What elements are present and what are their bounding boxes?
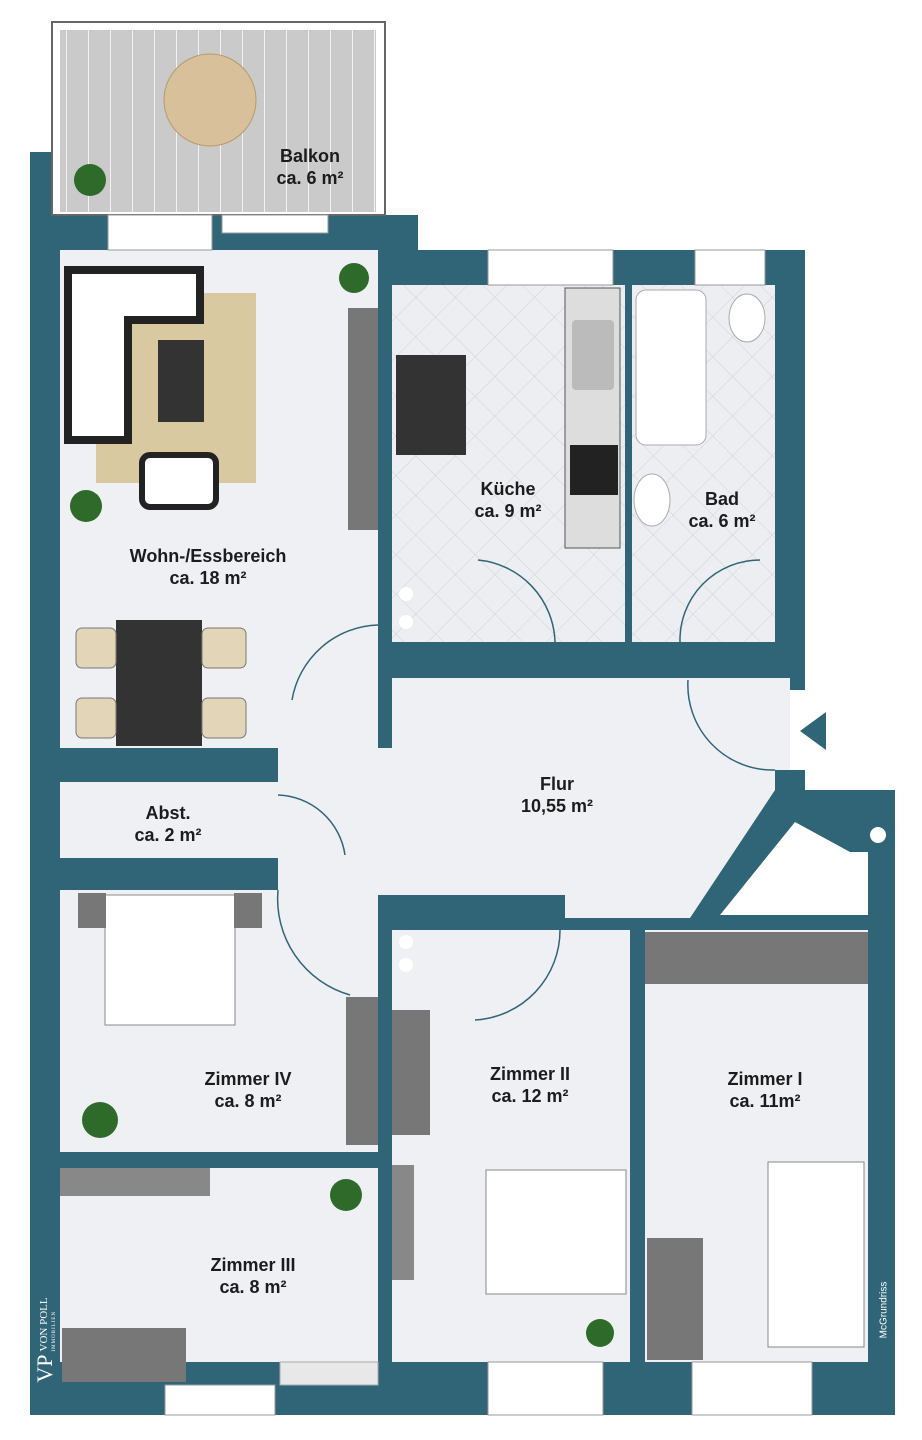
kitchen-table xyxy=(396,355,466,455)
entrance-arrow-icon xyxy=(800,712,826,750)
furniture xyxy=(60,53,868,1386)
desk-zimmer-3 xyxy=(62,1328,186,1382)
room-area: ca. 11m² xyxy=(729,1091,801,1111)
stove xyxy=(570,445,618,495)
room-area: ca. 8 m² xyxy=(214,1091,282,1111)
tv-board xyxy=(392,1165,414,1280)
room-area: ca. 6 m² xyxy=(276,168,344,188)
room-area: ca. 12 m² xyxy=(491,1086,569,1106)
windows xyxy=(107,214,813,1416)
room-zimmer-2 xyxy=(392,930,630,1362)
room-area: ca. 18 m² xyxy=(169,568,247,588)
room-name: Bad xyxy=(704,489,740,509)
bathtub xyxy=(635,289,707,446)
room-name: Zimmer III xyxy=(210,1255,296,1275)
sink xyxy=(572,320,614,390)
wardrobe-zimmer-1 xyxy=(645,932,868,984)
label-abst: Abst.ca. 2 m² xyxy=(134,802,201,846)
armchair xyxy=(139,452,219,510)
coffee-table xyxy=(158,340,204,422)
dining-table-wohn xyxy=(116,620,202,746)
plants xyxy=(70,164,614,1347)
sofa xyxy=(64,266,204,444)
logo-sub: IMMOBILIEN xyxy=(51,1310,57,1352)
bookshelf xyxy=(279,1361,379,1386)
room-area: ca. 6 m² xyxy=(688,511,756,531)
shelf-zimmer-3 xyxy=(60,1168,210,1196)
bed-zimmer-4 xyxy=(104,894,236,1026)
credit-text: McGrundriss xyxy=(878,1281,890,1339)
toilet xyxy=(728,293,766,343)
bed-zimmer-1 xyxy=(767,1161,865,1348)
room-name: Küche xyxy=(480,479,536,499)
room-flur xyxy=(278,678,790,925)
door-swings xyxy=(276,559,776,1021)
room-name: Abst. xyxy=(145,803,191,823)
logo-name: VON POLL xyxy=(37,1297,50,1352)
parasol xyxy=(163,53,257,147)
shelf-zimmer-2 xyxy=(392,1010,430,1135)
room-name: Zimmer IV xyxy=(204,1069,292,1089)
room-name: Balkon xyxy=(279,146,341,166)
wardrobe-wohn xyxy=(348,308,378,530)
niche xyxy=(720,822,868,915)
room-name: Zimmer II xyxy=(489,1064,571,1084)
bed-zimmer-2 xyxy=(485,1169,627,1295)
logo-mark: VP xyxy=(32,1354,57,1383)
washbasin xyxy=(633,473,671,527)
room-abst xyxy=(60,782,278,858)
desk-zimmer-1 xyxy=(647,1238,703,1360)
room-area: ca. 9 m² xyxy=(474,501,542,521)
wardrobe-zimmer-4 xyxy=(346,997,378,1145)
room-name: Zimmer I xyxy=(727,1069,803,1089)
room-name: Wohn-/Essbereich xyxy=(129,546,287,566)
room-area: ca. 8 m² xyxy=(219,1277,287,1297)
room-area: ca. 2 m² xyxy=(134,825,202,845)
room-name: Flur xyxy=(539,774,574,794)
room-area: 10,55 m² xyxy=(520,796,594,816)
